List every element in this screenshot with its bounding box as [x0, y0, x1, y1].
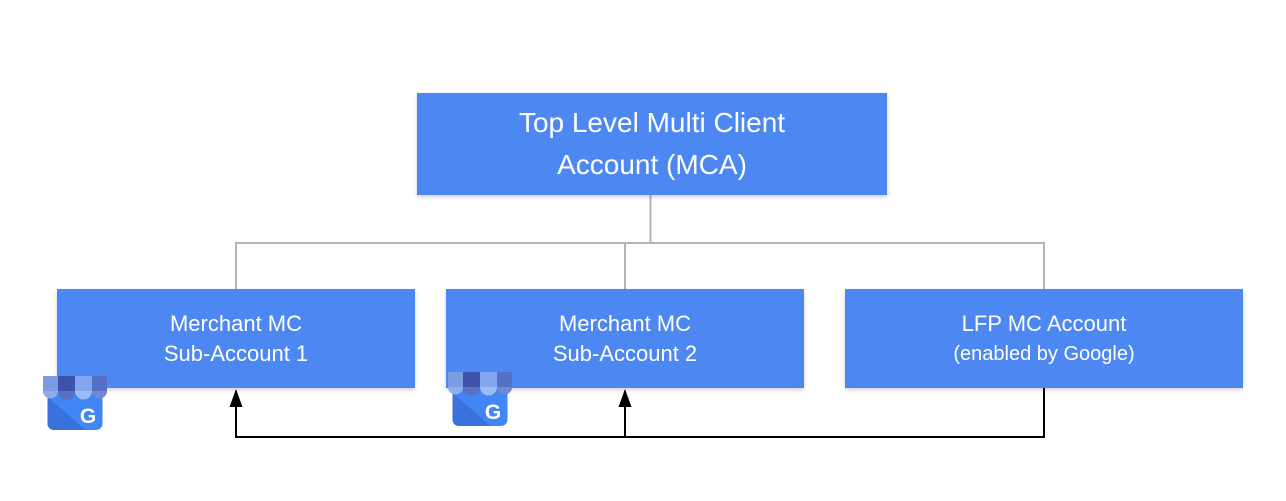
node-label-line1: LFP MC Account [961, 310, 1127, 336]
tree-connector-lines [235, 195, 1045, 289]
awning [43, 376, 107, 400]
node-label-line1: Merchant MC [558, 310, 692, 336]
google-g-letter: G [80, 405, 96, 428]
google-my-business-icon: G [448, 372, 512, 426]
google-my-business-icon: G [43, 376, 107, 430]
flow-arrow-lines [235, 388, 1045, 438]
arrowhead-up-icon [618, 389, 632, 407]
node-label-line2: Sub-Account 1 [163, 340, 309, 366]
node-top-level-mca: Top Level Multi Client Account (MCA) [417, 93, 887, 195]
node-label-line1: Merchant MC [169, 310, 303, 336]
node-lfp-mc-account: LFP MC Account (enabled by Google) [845, 289, 1243, 388]
node-merchant-sub-account-2: Merchant MC Sub-Account 2 [446, 289, 804, 388]
awning [448, 372, 512, 396]
node-merchant-sub-account-1: Merchant MC Sub-Account 1 [57, 289, 415, 388]
node-label-line2: Account (MCA) [557, 149, 747, 180]
node-label-line2: Sub-Account 2 [552, 340, 698, 366]
arrowhead-up-icon [229, 389, 243, 407]
node-label-line1: Top Level Multi Client [518, 107, 786, 138]
google-g-letter: G [485, 401, 501, 424]
node-label-line2: (enabled by Google) [953, 342, 1135, 365]
